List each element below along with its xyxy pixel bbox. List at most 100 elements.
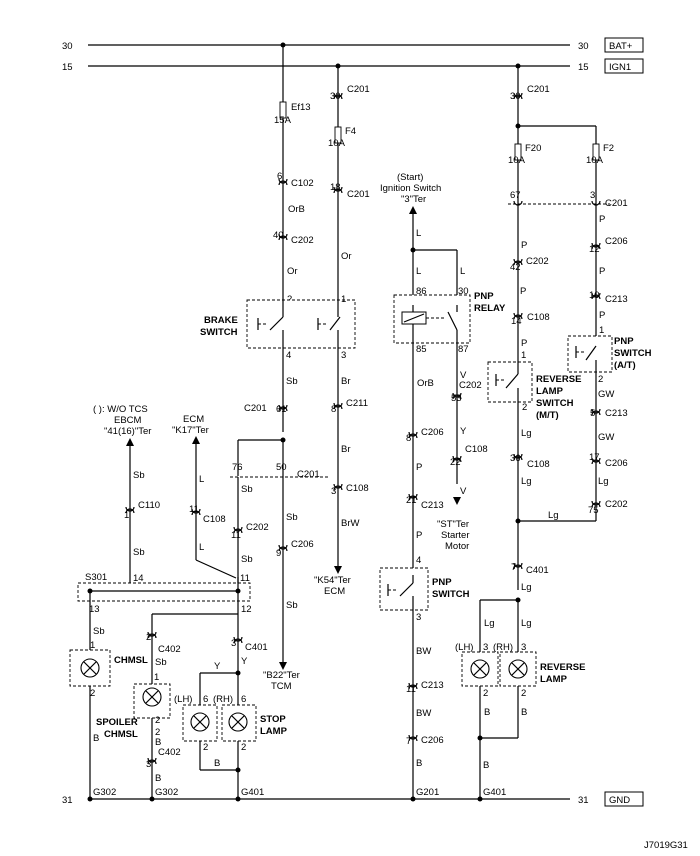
splice-s301: S301 14 11 13 12 [77, 572, 252, 615]
connector-label: C401 [526, 565, 549, 576]
wire-color: Lg [521, 428, 532, 439]
gnd-label: GND [609, 795, 630, 806]
pnp-relay-label-1: PNP [474, 291, 494, 302]
reverse-at-circuit: F2 10A 3 C201 P 12 C206 P 10 C213 P 1 PN… [567, 126, 652, 521]
ign-label: IGN1 [609, 62, 631, 73]
pin: 3 [331, 486, 336, 497]
gnd-num-right: 31 [578, 795, 589, 806]
connector-label: C213 [605, 294, 628, 305]
wire-color: Lg [484, 618, 495, 629]
pin: 21 [406, 495, 417, 506]
connector-label: C108 [203, 514, 226, 525]
pin: 53 [451, 393, 462, 404]
wire-color: P [416, 530, 422, 541]
wire-color: P [521, 338, 527, 349]
wire-color: B [416, 758, 422, 769]
connector-label: C202 [246, 522, 269, 533]
fuse-f20-rating: 10A [508, 155, 526, 166]
pin: 11 [231, 530, 241, 541]
wire-color: Sb [155, 657, 167, 668]
wire-color: B [521, 707, 527, 718]
pin: 11 [406, 684, 416, 695]
wire-color: Br [341, 376, 351, 387]
wire-color: OrB [417, 378, 434, 389]
wire-color: Sb [133, 547, 145, 558]
wire-color: Sb [286, 376, 298, 387]
connector-label: C401 [245, 642, 268, 653]
pin: 2 [521, 688, 526, 699]
connector-label: C201 [347, 84, 370, 95]
pin: 1 [154, 672, 159, 683]
wire-color: B [214, 758, 220, 769]
wire-color: GW [598, 389, 614, 400]
pin: 1 [599, 325, 604, 336]
ground-g401a: G401 [241, 787, 264, 798]
fuse-ef13-rating: 15A [274, 115, 292, 126]
pin: 8 [406, 433, 411, 444]
pin: 3 [590, 190, 595, 201]
wire-color: BW [416, 708, 431, 719]
pin: 3 [416, 612, 421, 623]
ecm-k54-circuit: 30 C201 F4 10A 18 C201 Or 1 3 Br 8 C211 … [314, 63, 370, 597]
pin: 36 [510, 453, 521, 464]
wire-color: P [520, 286, 526, 297]
connector-label: C213 [421, 680, 444, 691]
ground-g401b: G401 [483, 787, 506, 798]
pin: 42 [510, 262, 521, 273]
ecm-k17-label-2: "K17"Ter [172, 425, 209, 436]
ecm-k17-label-1: ECM [183, 414, 204, 425]
bat-rail: 30 30 BAT+ [62, 37, 644, 53]
pin: 2 [155, 715, 160, 726]
wire-color: BrW [341, 518, 360, 529]
ebcm-circuit: ( ): W/O TCS EBCM "41(16)"Ter Sb 1 C110 … [93, 404, 160, 594]
wire-color: OrB [288, 204, 305, 215]
connector-label: C201 [297, 469, 320, 480]
wire-color: V [460, 370, 467, 381]
wire-color: BW [416, 646, 431, 657]
pin: 7 [511, 562, 516, 573]
connector-label: C108 [527, 312, 550, 323]
pin: 12 [241, 604, 252, 615]
stop-lamp-label-1: STOP [260, 714, 286, 725]
rev-lh-label: (LH) [455, 642, 473, 653]
spoiler-chmsl-circuit: 2 C402 Sb 1 2 SPOILER CHMSL 2 B C402 3 B… [96, 605, 239, 802]
wire-color: L [199, 542, 204, 553]
pin: 8 [331, 404, 336, 415]
connector-label: C206 [291, 539, 314, 550]
rev-switch-label-1: REVERSE [536, 374, 581, 385]
pin: 2 [522, 402, 527, 413]
starter-label-2: Starter [441, 530, 470, 541]
pin: 2 [483, 688, 488, 699]
wire-color: Or [287, 266, 298, 277]
ign-switch-note-3: "3"Ter [401, 194, 426, 205]
chmsl-label: CHMSL [114, 655, 148, 666]
pin: 1 [521, 350, 526, 361]
wire-color: Lg [521, 618, 532, 629]
pin: 5 [590, 408, 595, 419]
pin: 13 [89, 604, 100, 615]
pin: 11 [240, 573, 250, 584]
pnp-switch-label-1: PNP [432, 577, 452, 588]
pin: 61 [276, 404, 287, 415]
starter-label-3: Motor [445, 541, 469, 552]
ground-g302a: G302 [93, 787, 116, 798]
fuse-f2-name: F2 [603, 143, 614, 154]
starter-label-1: "ST"Ter [437, 519, 469, 530]
pin: 2 [598, 374, 603, 385]
pnp-at-label-3: (A/T) [614, 360, 636, 371]
gnd-rail: 31 31 GND [62, 791, 644, 807]
c201-split: 76 50 C201 Sb 9 C206 Sb "B22"Ter TCM Sb … [230, 440, 330, 692]
fuse-ef13-name: Ef13 [291, 102, 311, 113]
ebcm-note-2: EBCM [114, 415, 142, 426]
ebcm-note-3: "41(16)"Ter [104, 426, 151, 437]
connector-label: C402 [158, 747, 181, 758]
connector-label: C102 [291, 178, 314, 189]
reverse-mt-circuit: 30 C201 F20 10A 67 P 42 C202 P 14 C108 P… [480, 63, 610, 603]
wire-color: Y [214, 661, 221, 672]
pin: 85 [416, 344, 427, 355]
fuse-f2-rating: 10A [586, 155, 604, 166]
wire-color: Lg [548, 510, 559, 521]
ign-switch-note-1: (Start) [397, 172, 423, 183]
connector-label: C206 [421, 427, 444, 438]
